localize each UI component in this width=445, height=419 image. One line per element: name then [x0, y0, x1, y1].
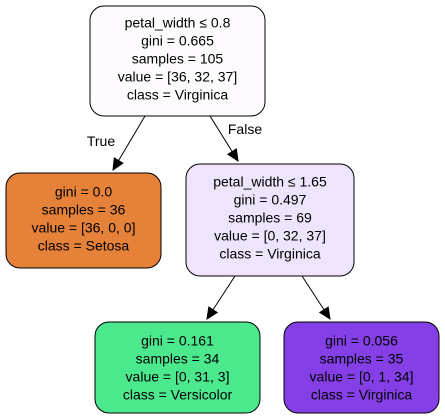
arrow-head — [206, 306, 219, 321]
edge-root-to-setosa-leaf: True — [87, 115, 146, 172]
node-text-line: class = Virginica — [219, 246, 321, 262]
node-text-line: class = Setosa — [38, 238, 130, 254]
node-box — [89, 5, 266, 117]
edge-split-node-to-versicolor-leaf — [206, 275, 236, 321]
tree-node-setosa-leaf: gini = 0.0 samples = 36 value = [36, 0, 0]… — [5, 172, 162, 269]
node-text-line: value = [36, 0, 0] — [32, 220, 136, 236]
edge-root-to-split-node: False — [209, 115, 262, 163]
tree-node-split-node: petal_width ≤ 1.65 gini = 0.497 samples = … — [185, 163, 355, 277]
node-text-line: samples = 105 — [132, 51, 224, 67]
node-box — [185, 163, 355, 277]
arrow-head — [112, 157, 124, 172]
node-text-line: samples = 36 — [42, 202, 126, 218]
node-text-line: gini = 0.0 — [55, 184, 112, 200]
node-text-line: value = [36, 32, 37] — [118, 69, 237, 85]
node-text-line: samples = 69 — [228, 210, 312, 226]
node-text-line: gini = 0.497 — [234, 192, 307, 208]
tree-node-versicolor-leaf: gini = 0.161 samples = 34 value = [0, 31, … — [94, 321, 261, 414]
edge-line — [118, 115, 146, 161]
node-box — [94, 321, 261, 414]
node-text-line: class = Virginica — [127, 87, 229, 103]
edge-line — [301, 275, 325, 311]
tree-node-virginica-leaf: gini = 0.056 samples = 35 value = [0, 1, 3… — [283, 321, 440, 414]
node-text-line: value = [0, 32, 37] — [214, 228, 326, 244]
tree-node-root: petal_width ≤ 0.8 gini = 0.665 samples = 1… — [89, 5, 266, 117]
node-text-line: value = [0, 1, 34] — [310, 369, 414, 385]
arrow-head — [226, 148, 239, 163]
node-text-line: class = Virginica — [311, 387, 413, 403]
node-text-line: gini = 0.056 — [325, 333, 398, 349]
node-text-line: samples = 34 — [136, 351, 220, 367]
node-text-line: class = Versicolor — [123, 387, 233, 403]
edge-line — [209, 115, 233, 152]
edge-label-false: False — [228, 121, 262, 137]
node-text-line: samples = 35 — [320, 351, 404, 367]
arrow-head — [318, 306, 331, 321]
edge-label-true: True — [87, 133, 115, 149]
node-text-line: value = [0, 31, 3] — [126, 369, 230, 385]
node-box — [283, 321, 440, 414]
node-text-line: gini = 0.161 — [141, 333, 214, 349]
node-text-line: petal_width ≤ 1.65 — [213, 174, 327, 190]
node-text-line: gini = 0.665 — [141, 33, 214, 49]
edge-line — [212, 275, 236, 311]
node-text-line: petal_width ≤ 0.8 — [125, 15, 231, 31]
node-box — [5, 172, 162, 269]
edge-split-node-to-virginica-leaf — [301, 275, 331, 321]
